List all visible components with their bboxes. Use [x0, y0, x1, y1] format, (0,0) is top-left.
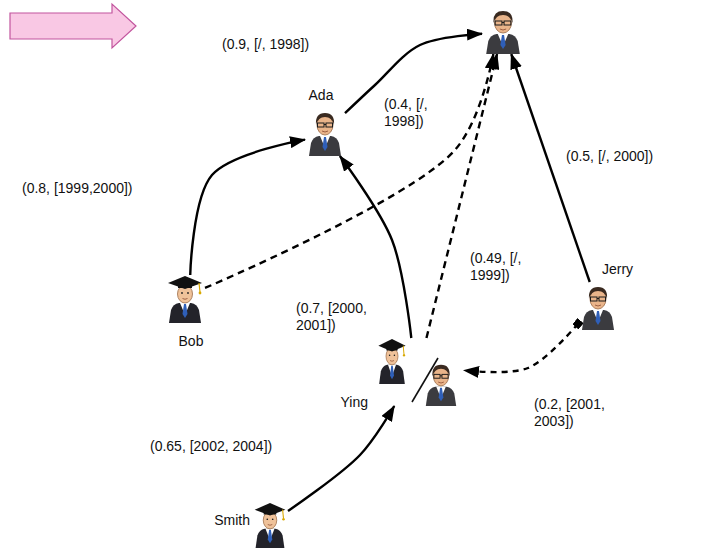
person-name: Ada: [309, 87, 334, 104]
person-name: Ying: [340, 394, 368, 411]
edge-label: (0.9, [/, 1998]): [222, 36, 309, 53]
mouth: [183, 298, 188, 300]
suit: [379, 365, 405, 384]
glasses: [504, 21, 511, 25]
block-arrow: [10, 4, 136, 48]
eye: [394, 354, 395, 356]
edge-label: (0.5, [/, 2000]): [566, 148, 653, 165]
edge-label: (0.2, [2001, 2003]): [534, 396, 616, 430]
eye: [187, 292, 189, 294]
student-icon: [165, 275, 205, 323]
mortarboard: [255, 503, 286, 515]
person-name: Smith: [214, 512, 250, 529]
professor-icon: [305, 108, 345, 156]
advising-arrow: [288, 406, 394, 511]
glasses-bridge: [324, 124, 326, 125]
glasses: [326, 123, 333, 127]
tassel: [403, 346, 405, 355]
suit: [309, 136, 341, 156]
professor-icon: [482, 6, 524, 54]
glasses: [591, 297, 598, 301]
advising-arrow: [205, 54, 493, 288]
person-node: Ada: [305, 108, 345, 156]
tassel-end: [199, 292, 202, 295]
slash-line: [412, 358, 438, 402]
tie: [439, 388, 444, 401]
mortarboard: [168, 276, 202, 289]
student-icon: [376, 338, 408, 384]
person-node: Jerry: [578, 282, 618, 330]
eye: [389, 354, 390, 356]
student-icon: [252, 502, 288, 548]
person-name: Bob: [179, 333, 204, 350]
glasses-bridge: [502, 22, 504, 23]
mortarboard: [378, 339, 405, 351]
eye: [272, 518, 274, 520]
mouth: [268, 524, 273, 526]
suit: [426, 387, 456, 406]
mouth: [390, 360, 394, 362]
tie: [390, 366, 394, 379]
glasses: [434, 374, 440, 378]
edge-label: (0.8, [1999,2000]): [22, 180, 133, 197]
mouth: [595, 305, 601, 306]
tassel-end: [403, 354, 405, 357]
mouth: [322, 131, 328, 132]
tassel: [199, 283, 200, 292]
advising-arrow: [511, 54, 589, 282]
eye: [181, 292, 183, 294]
person-node: Smith: [252, 502, 288, 548]
mouth: [438, 382, 444, 384]
tassel-end: [282, 518, 285, 521]
eye: [266, 518, 268, 520]
edge-label: (0.4, [/, 1998]): [384, 96, 440, 130]
suit: [486, 34, 520, 54]
person-node: [482, 6, 524, 54]
professor-icon: [422, 360, 460, 406]
person-node: Bob: [165, 275, 205, 323]
tie: [596, 311, 601, 325]
tie: [268, 530, 273, 543]
suit: [256, 529, 285, 548]
mouth: [500, 29, 506, 30]
tie: [323, 137, 328, 151]
tassel: [282, 510, 284, 519]
person-name: Jerry: [602, 261, 633, 278]
edge-label: (0.65, [2002, 2004]): [150, 438, 272, 455]
glasses: [442, 374, 448, 378]
professor-icon: [578, 282, 618, 330]
glasses: [495, 21, 502, 25]
person-node: Ying: [372, 338, 464, 406]
tie: [183, 304, 188, 318]
advising-arrow: [190, 140, 305, 275]
tie: [500, 35, 505, 49]
advising-arrow: [426, 54, 497, 338]
glasses: [318, 123, 325, 127]
glasses-bridge: [597, 298, 599, 299]
glasses: [599, 297, 606, 301]
slash-layer: [372, 338, 464, 406]
advising-arrow: [464, 324, 578, 372]
suit: [582, 310, 614, 330]
edge-label: (0.7, [2000, 2001]): [296, 300, 378, 334]
edge-label: (0.49, [/, 1999]): [470, 250, 532, 284]
glasses-bridge: [440, 375, 442, 376]
suit: [169, 303, 201, 323]
